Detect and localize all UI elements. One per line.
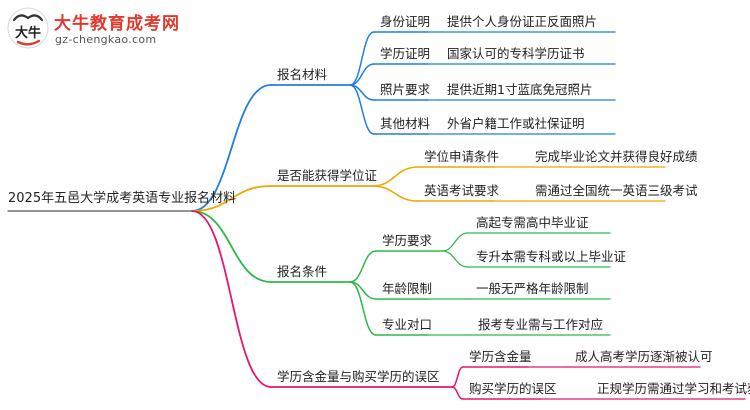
branch-node-2[interactable]: 是否能获得学位证 — [277, 168, 378, 183]
child-node-2-2[interactable]: 英语考试要求 — [424, 183, 500, 198]
branch-node-4[interactable]: 学历含金量与购买学历的误区 — [277, 369, 440, 384]
child-node-1-2[interactable]: 学历证明 — [380, 46, 431, 61]
child-node-3-1[interactable]: 学历要求 — [382, 233, 433, 248]
leaf-node-1-3-1[interactable]: 提供近期1寸蓝底免冠照片 — [447, 82, 593, 97]
child-connector-1-2 — [349, 63, 375, 86]
leaf-node-4-1-1[interactable]: 成人高考学历逐渐被认可 — [575, 349, 713, 364]
leaf-node-3-1-1[interactable]: 高起专需高中毕业证 — [476, 215, 589, 230]
bull-logo-icon: 大牛 — [7, 7, 49, 49]
child-node-2-1[interactable]: 学位申请条件 — [424, 149, 500, 164]
leaf-node-4-2-1[interactable]: 正规学历需通过学习和考试获得 — [597, 381, 750, 396]
child-node-1-3[interactable]: 照片要求 — [380, 82, 431, 97]
leaf-node-3-1-2[interactable]: 专升本需专科或以上毕业证 — [476, 249, 627, 264]
branch-connector-1 — [191, 84, 272, 212]
branch-node-3[interactable]: 报名条件 — [277, 264, 328, 279]
child-node-4-2[interactable]: 购买学历的误区 — [469, 381, 557, 396]
leaf-node-1-2-1[interactable]: 国家认可的专科学历证书 — [447, 46, 585, 61]
child-node-4-1[interactable]: 学历含金量 — [469, 349, 532, 364]
child-connector-1-4 — [349, 84, 375, 135]
branch-connector-4 — [191, 210, 272, 388]
child-connector-4-1 — [451, 366, 464, 388]
child-connector-1-1 — [349, 31, 375, 86]
child-node-3-2[interactable]: 年龄限制 — [382, 281, 433, 296]
leaf-node-1-4-1[interactable]: 外省户籍工作或社保证明 — [447, 116, 585, 131]
leaf-connector-3-1-2 — [441, 250, 469, 268]
child-connector-2-2 — [371, 185, 419, 202]
site-logo[interactable]: 大牛 大牛教育成考网 gz-chengkao.com — [6, 6, 196, 52]
root-node[interactable]: 2025年五邑大学成考英语专业报名材料 — [8, 191, 237, 206]
child-connector-3-1 — [349, 250, 377, 283]
branch-connector-2 — [191, 185, 272, 212]
leaf-node-1-1-1[interactable]: 提供个人身份证正反面照片 — [447, 14, 598, 29]
child-node-1-1[interactable]: 身份证明 — [380, 14, 431, 29]
child-node-1-4[interactable]: 其他材料 — [380, 116, 431, 131]
child-connector-2-1 — [371, 166, 419, 187]
leaf-node-3-2-1[interactable]: 一般无严格年龄限制 — [476, 281, 589, 296]
branch-connector-3 — [191, 210, 272, 283]
logo-title: 大牛教育成考网 — [54, 14, 180, 34]
leaf-connector-3-1-1 — [441, 232, 469, 252]
logo-url: gz-chengkao.com — [55, 33, 157, 46]
branch-node-1[interactable]: 报名材料 — [277, 67, 328, 82]
leaf-node-2-1-1[interactable]: 完成毕业论文并获得良好成绩 — [535, 149, 698, 164]
child-connector-4-2 — [451, 386, 464, 400]
logo-mark-text: 大牛 — [15, 25, 41, 41]
child-node-3-3[interactable]: 专业对口 — [382, 317, 433, 332]
child-connector-3-3 — [349, 281, 377, 336]
leaf-node-2-2-1[interactable]: 需通过全国统一英语三级考试 — [535, 183, 698, 198]
leaf-node-3-3-1[interactable]: 报考专业需与工作对应 — [478, 317, 604, 332]
